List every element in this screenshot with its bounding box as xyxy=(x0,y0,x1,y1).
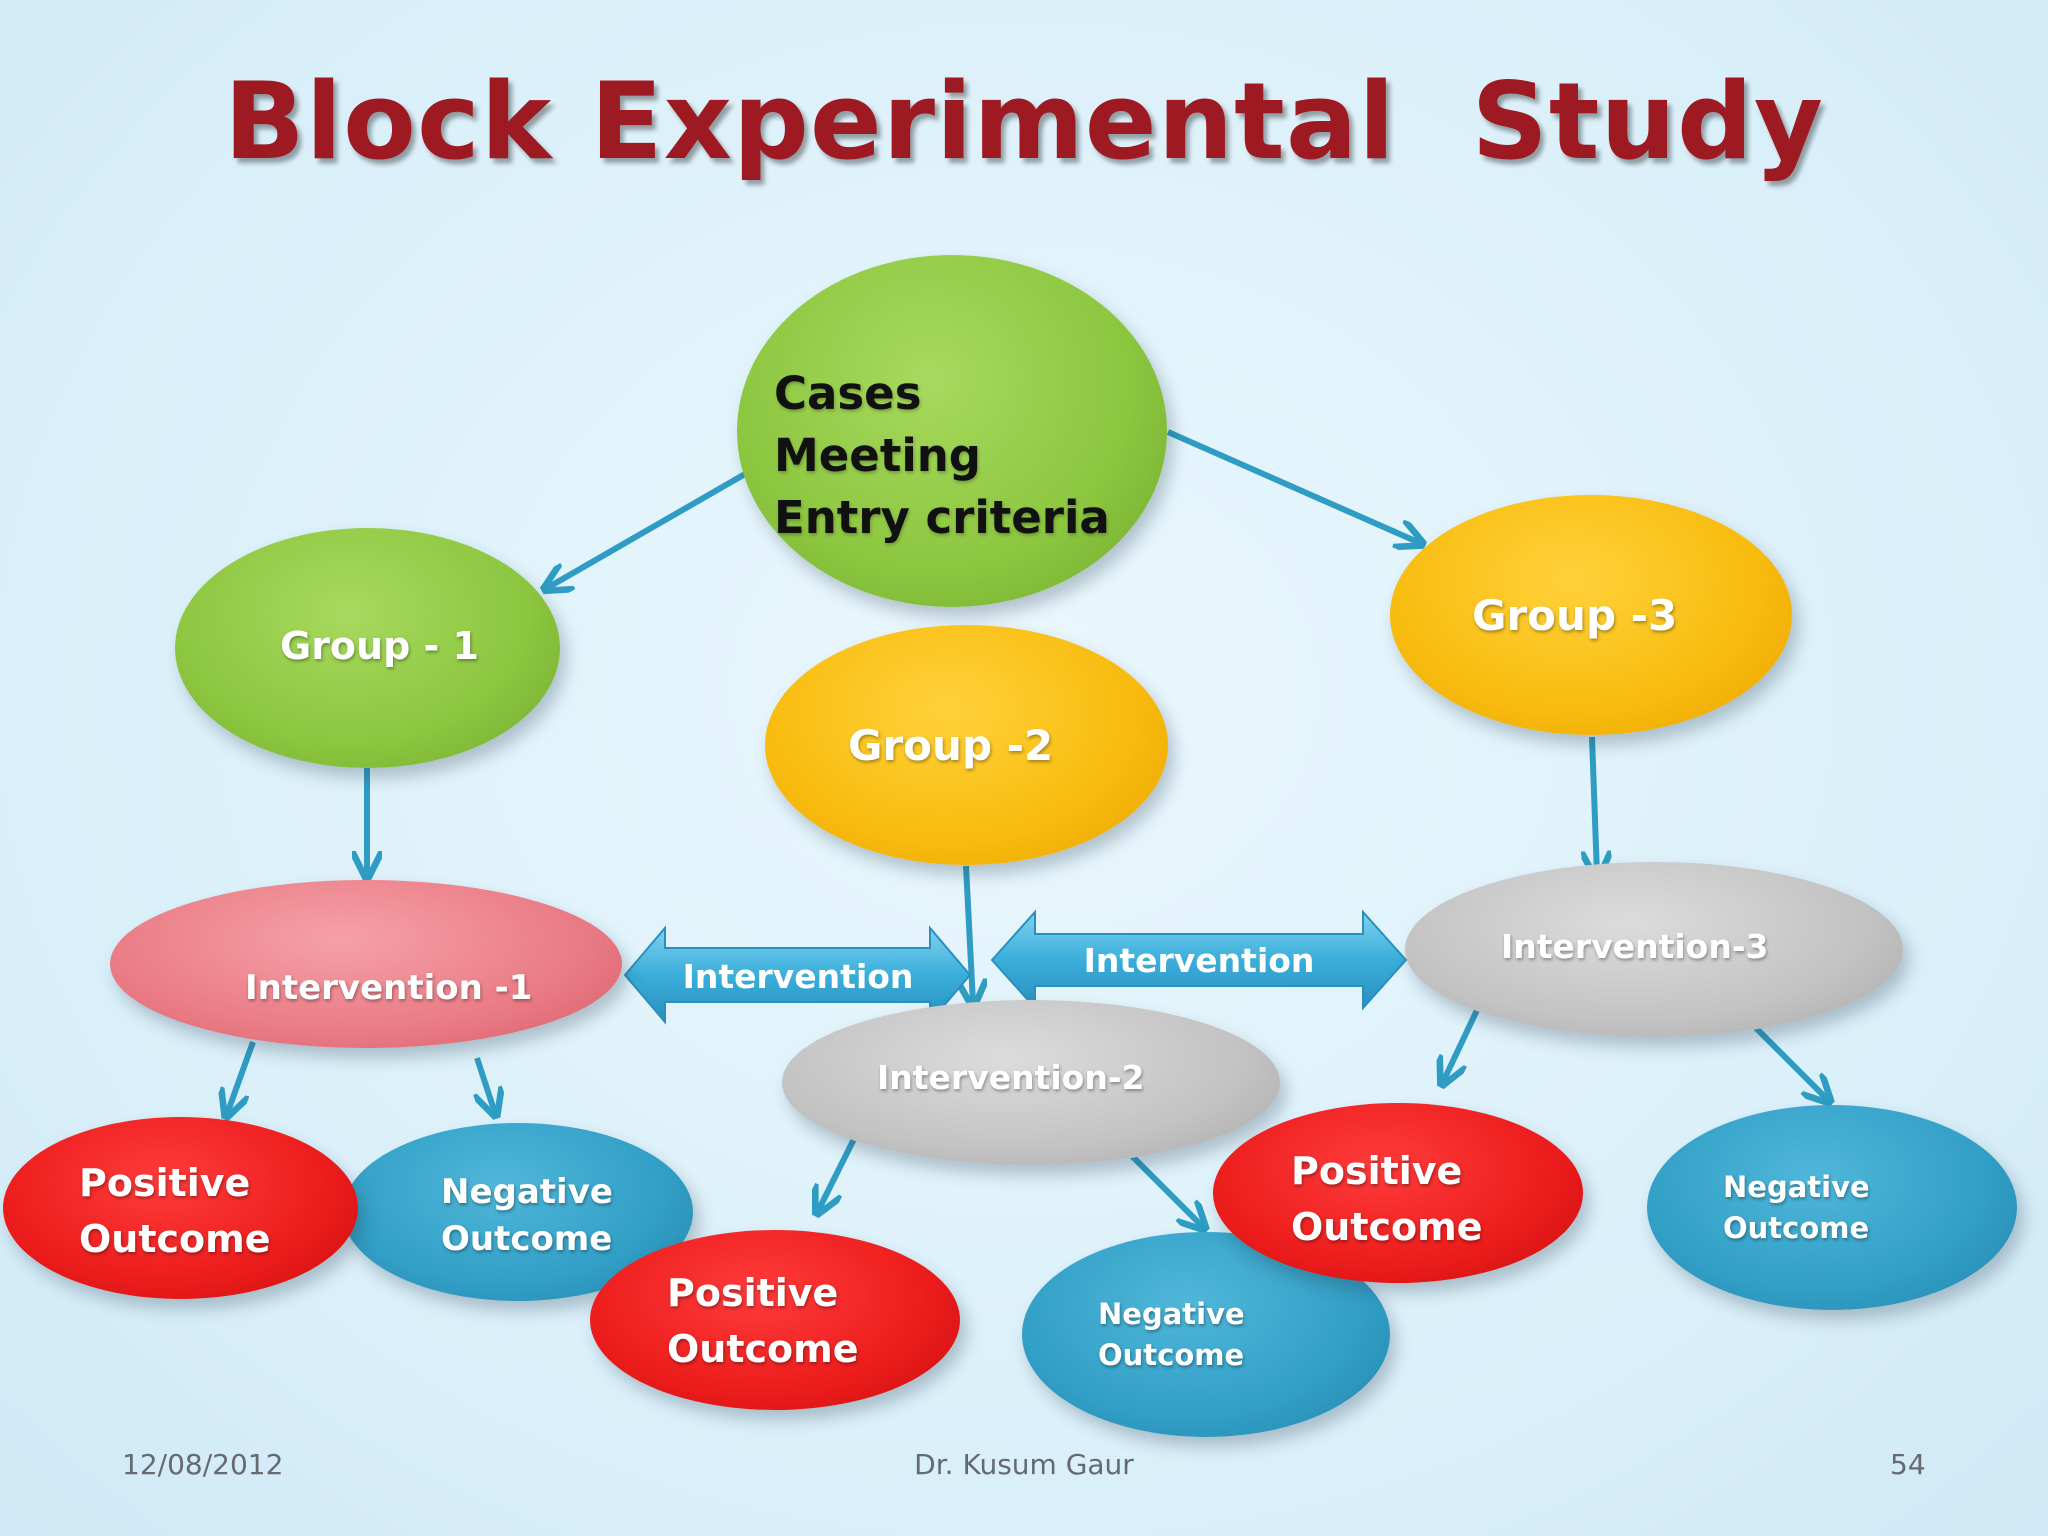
i1-negative-line2: Outcome xyxy=(441,1219,613,1259)
i3-negative-line1: Negative xyxy=(1723,1170,1870,1204)
i3-positive-outcome-node: Positive Outcome xyxy=(1213,1103,1583,1283)
i1-negative-line1: Negative xyxy=(441,1172,613,1212)
arrow-intervention3-to-negative xyxy=(1749,1021,1828,1100)
arrow-intervention2-to-negative xyxy=(1125,1149,1203,1227)
i2-negative-line1: Negative xyxy=(1098,1297,1245,1331)
connector-label-right: Intervention xyxy=(1084,941,1315,980)
i2-positive-line2: Outcome xyxy=(667,1327,859,1371)
arrow-group2-to-intervention2 xyxy=(966,865,973,1003)
footer-author: Dr. Kusum Gaur xyxy=(914,1448,1134,1481)
connector-band-left xyxy=(623,925,972,1025)
arrow-intervention1-to-negative xyxy=(477,1057,495,1113)
footer-date: 12/08/2012 xyxy=(122,1448,284,1481)
arrow-group3-to-intervention3 xyxy=(1592,736,1597,875)
intervention2-node: Intervention-2 xyxy=(782,1000,1280,1165)
arrow-cases-to-group3 xyxy=(1166,429,1420,543)
i1-positive-line1: Positive xyxy=(79,1161,251,1205)
i3-positive-line2: Outcome xyxy=(1291,1205,1483,1249)
intervention1-label: Intervention -1 xyxy=(245,968,533,1008)
i1-positive-outcome-label: Positive Outcome xyxy=(79,1155,271,1267)
cases-label-line2: Meeting xyxy=(774,429,982,482)
i2-negative-outcome-label: Negative Outcome xyxy=(1098,1294,1245,1376)
i2-positive-line1: Positive xyxy=(667,1271,839,1315)
cases-node: Cases Meeting Entry criteria xyxy=(737,255,1167,607)
i2-negative-line2: Outcome xyxy=(1098,1338,1245,1372)
i2-positive-outcome-label: Positive Outcome xyxy=(667,1265,859,1377)
i3-negative-outcome-node: Negative Outcome xyxy=(1647,1105,2017,1310)
i3-positive-outcome-label: Positive Outcome xyxy=(1291,1143,1483,1255)
intervention3-label: Intervention-3 xyxy=(1501,927,1769,966)
group3-node: Group -3 xyxy=(1390,495,1792,735)
arrow-intervention1-to-positive xyxy=(227,1040,256,1114)
i3-positive-line1: Positive xyxy=(1291,1149,1463,1193)
intervention2-label: Intervention-2 xyxy=(877,1058,1145,1097)
i2-negative-outcome-node: Negative Outcome xyxy=(1022,1232,1390,1437)
arrow-intervention3-to-positive xyxy=(1443,1006,1481,1082)
connector-label-left: Intervention xyxy=(683,957,914,996)
i3-negative-line2: Outcome xyxy=(1723,1211,1870,1245)
arrow-cases-to-group1 xyxy=(547,467,754,588)
i1-positive-outcome-node: Positive Outcome xyxy=(3,1117,358,1299)
cases-label-line1: Cases xyxy=(774,367,922,420)
slide-title: Block Experimental Study xyxy=(224,60,1824,183)
group2-label: Group -2 xyxy=(848,721,1054,770)
group1-label: Group - 1 xyxy=(280,624,479,668)
i1-negative-outcome-label: Negative Outcome xyxy=(441,1169,613,1263)
group3-label: Group -3 xyxy=(1472,591,1678,640)
arrow-intervention2-to-positive xyxy=(818,1135,858,1211)
footer-page-number: 54 xyxy=(1890,1448,1926,1481)
group2-node: Group -2 xyxy=(765,625,1168,865)
cases-label: Cases Meeting Entry criteria xyxy=(774,363,1110,549)
intervention1-node: Intervention -1 xyxy=(110,880,622,1048)
i3-negative-outcome-label: Negative Outcome xyxy=(1723,1167,1870,1249)
i1-positive-line2: Outcome xyxy=(79,1217,271,1261)
group1-node: Group - 1 xyxy=(175,528,560,768)
i1-negative-outcome-node: Negative Outcome xyxy=(343,1123,693,1301)
cases-label-line3: Entry criteria xyxy=(774,491,1110,544)
intervention3-node: Intervention-3 xyxy=(1405,862,1903,1037)
i2-positive-outcome-node: Positive Outcome xyxy=(590,1230,960,1410)
